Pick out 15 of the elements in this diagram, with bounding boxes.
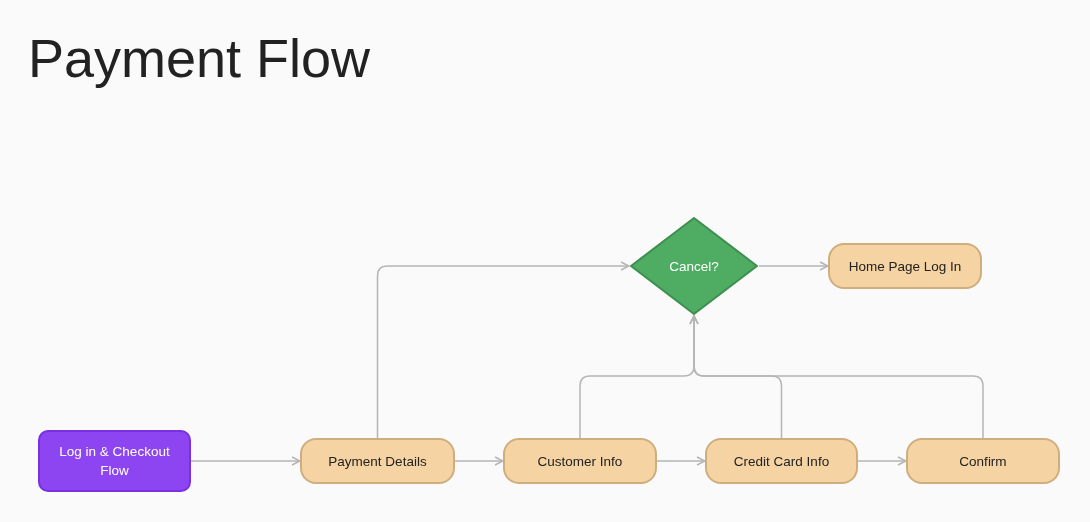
start-box: Log in & Checkout Flow (38, 430, 191, 492)
arrow (656, 456, 706, 466)
process-box: Customer Info (503, 438, 657, 484)
process-box: Home Page Log In (828, 243, 982, 289)
arrow (454, 456, 504, 466)
arrow (758, 261, 829, 271)
arrow (190, 456, 301, 466)
process-box: Confirm (906, 438, 1060, 484)
process-box: Payment Details (300, 438, 455, 484)
decision-diamond: Cancel? (629, 216, 759, 316)
arrow (689, 315, 984, 439)
diagram-title: Payment Flow (28, 27, 371, 90)
process-box: Credit Card Info (705, 438, 858, 484)
arrow (376, 261, 630, 439)
arrow (857, 456, 907, 466)
